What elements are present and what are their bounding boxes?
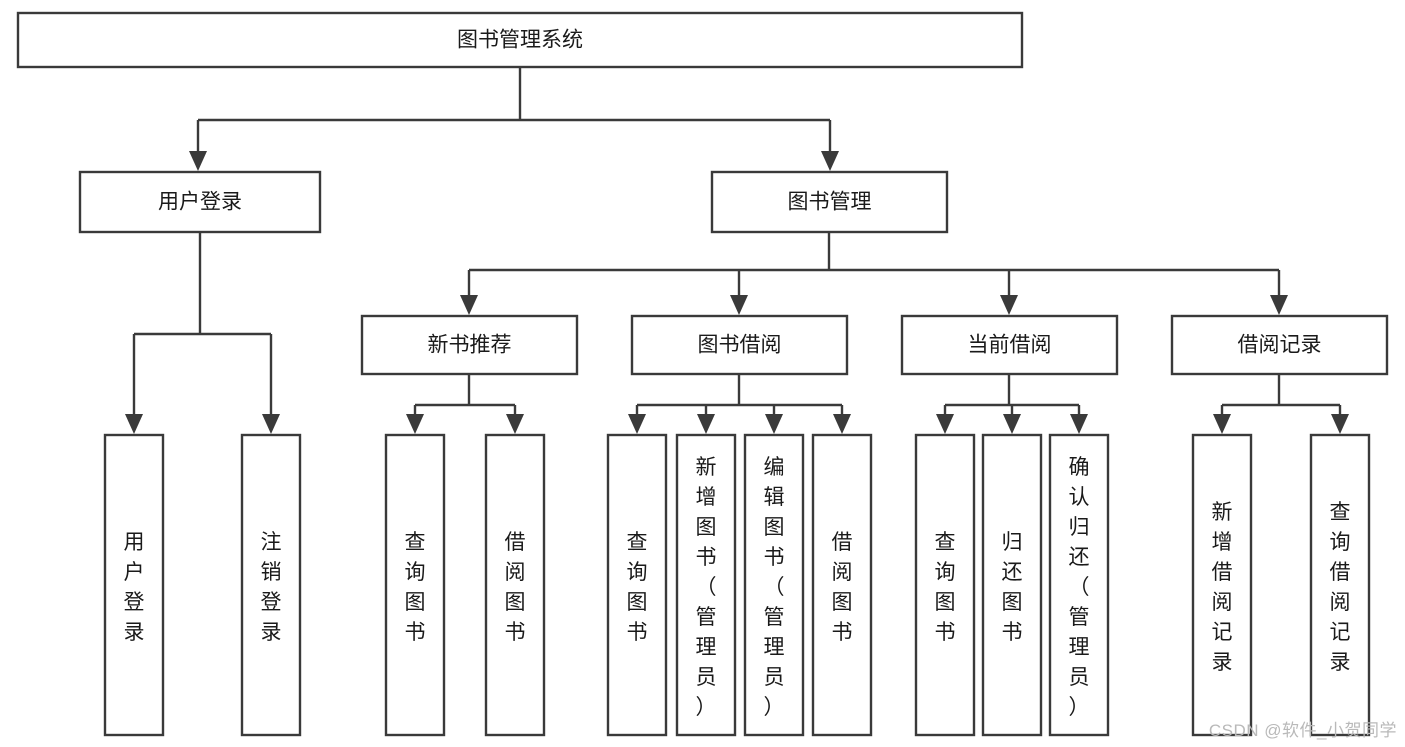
node-leaf-leaf-rec-query-record[interactable]: 查询借阅记录 [1309,433,1371,737]
node-leaf-leaf-user-login[interactable]: 用户登录 [103,433,165,737]
node-label: 查询借阅记录 [1330,501,1351,674]
node-label: 用户登录 [158,191,242,214]
node-label: 新增图书（管理员） [696,456,717,719]
node-label: 编辑图书（管理员） [764,456,785,719]
node-layer: 图书管理系统用户登录图书管理新书推荐图书借阅当前借阅借阅记录用户登录注销登录查询… [16,11,1389,737]
node-label: 查询图书 [935,531,956,644]
node-label: 查询图书 [627,531,648,644]
node-label: 图书管理 [788,191,872,214]
node-leaf-leaf-rec-borrow-book[interactable]: 借阅图书 [484,433,546,737]
node-leaf-leaf-borrow-query-book[interactable]: 查询图书 [606,433,668,737]
node-leaf-leaf-borrow-add-book[interactable]: 新增图书（管理员） [675,433,737,737]
node-label: 新增借阅记录 [1212,501,1233,674]
node-leaf-leaf-borrow-edit-book[interactable]: 编辑图书（管理员） [743,433,805,737]
connector-layer [125,67,1349,434]
node-submodule-book-borrow[interactable]: 图书借阅 [630,314,849,376]
node-leaf-leaf-cur-confirm-return[interactable]: 确认归还（管理员） [1048,433,1110,737]
node-leaf-leaf-rec-query-book[interactable]: 查询图书 [384,433,446,737]
node-label: 归还图书 [1002,531,1023,644]
connector-book-borrow-to-leaves [628,374,851,434]
node-module-book-manage[interactable]: 图书管理 [710,170,949,234]
node-submodule-new-book-rec[interactable]: 新书推荐 [360,314,579,376]
node-leaf-leaf-cur-query-book[interactable]: 查询图书 [914,433,976,737]
node-leaf-leaf-cur-return-book[interactable]: 归还图书 [981,433,1043,737]
node-label: 确认归还（管理员） [1069,456,1090,719]
node-label: 借阅图书 [832,531,853,644]
node-leaf-leaf-user-logout[interactable]: 注销登录 [240,433,302,737]
node-module-user-login[interactable]: 用户登录 [78,170,322,234]
connector-borrow-record-to-leaves [1213,374,1349,434]
connector-current-borrow-to-leaves [936,374,1088,434]
connector-book-manage-to-level2 [460,232,1288,315]
node-label: 用户登录 [124,531,145,644]
node-label: 图书借阅 [698,334,782,357]
node-root-root[interactable]: 图书管理系统 [16,11,1024,69]
node-label: 注销登录 [261,531,282,644]
node-label: 图书管理系统 [457,29,583,52]
connector-new-book-rec-to-leaves [406,374,524,434]
node-submodule-current-borrow[interactable]: 当前借阅 [900,314,1119,376]
node-label: 当前借阅 [968,334,1052,357]
node-label: 查询图书 [405,531,426,644]
node-label: 新书推荐 [428,334,512,357]
connector-root-to-level1 [189,67,839,171]
node-submodule-borrow-record[interactable]: 借阅记录 [1170,314,1389,376]
node-leaf-leaf-rec-add-record[interactable]: 新增借阅记录 [1191,433,1253,737]
node-label: 借阅记录 [1238,334,1322,357]
node-leaf-leaf-borrow-borrow-book[interactable]: 借阅图书 [811,433,873,737]
node-label: 借阅图书 [505,531,526,644]
connector-user-login-to-leaves [125,232,280,434]
